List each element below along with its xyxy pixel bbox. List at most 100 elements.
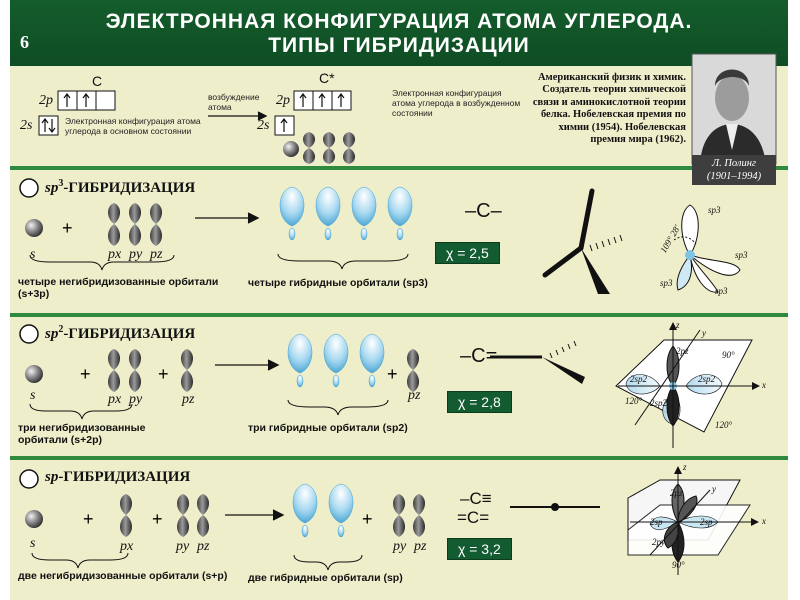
excited-2s-label: 2s	[257, 118, 270, 133]
section3-graphics: + + +	[19, 466, 759, 575]
section2-title-sp: sp	[45, 326, 59, 342]
s3-label-s: s	[30, 536, 36, 551]
svg-text:+: +	[83, 509, 94, 529]
s2-axis-z: z	[676, 320, 680, 330]
section1-title-sp: sp	[45, 180, 59, 196]
s2-2pz-label: 2pz	[676, 346, 689, 356]
pauling-years: (1901–1994)	[706, 171, 762, 182]
section1-graphics: +	[19, 178, 741, 294]
s3-axis-x: x	[762, 516, 766, 526]
s1-sp3-label-4: sp3	[715, 286, 728, 296]
s2-angle-120-left: 120°	[625, 396, 643, 406]
section1-title: sp3-ГИБРИДИЗАЦИЯ	[45, 178, 195, 197]
section3-left-caption: две негибридизованные орбитали (s+p)	[18, 570, 228, 582]
ground-state-boxes	[38, 90, 116, 136]
s1-sp3-label-3: sp3	[660, 278, 673, 288]
section3-title-sp: sp	[45, 469, 59, 485]
section1-left-caption: четыре негибридизованные орбитали (s+3p)	[18, 276, 219, 300]
s3-2py-label: 2py	[652, 537, 665, 547]
svg-text:+: +	[387, 364, 398, 384]
section3-bond-formula-1: –C≡	[460, 489, 492, 508]
page-title-line1: ЭЛЕКТРОННАЯ КОНФИГУРАЦИЯ АТОМА УГЛЕРОДА.	[105, 10, 693, 33]
s2-sp2-label-1: 2sp2	[630, 374, 648, 384]
s2-axis-x: x	[762, 380, 766, 390]
section1-right-caption: четыре гибридные орбитали (sp3)	[248, 277, 428, 289]
s3-label-pz: pz	[197, 539, 210, 554]
sp-linear-shape	[510, 503, 600, 511]
s3-sp-label-1: 2sp	[650, 517, 663, 527]
excited-caption: Электронная конфигурация атома углерода …	[392, 88, 521, 118]
excitation-label: возбуждение атома	[208, 92, 260, 112]
s3-label-px: px	[120, 539, 134, 554]
s3-axis-y: y	[712, 484, 716, 494]
s2-axis-y: y	[702, 328, 706, 338]
s2-label-py: py	[129, 392, 143, 407]
s1-label-py: py	[129, 247, 143, 262]
s1-label-s: s	[30, 247, 36, 262]
section3-number: 3	[25, 471, 32, 486]
s3-label-extra-py: py	[393, 539, 407, 554]
section3-title: sp-ГИБРИДИЗАЦИЯ	[45, 469, 190, 486]
section2-title-rest: -ГИБРИДИЗАЦИЯ	[63, 326, 196, 342]
section3-right-caption: две гибридные орбитали (sp)	[248, 572, 403, 584]
ground-atom-label: C	[92, 73, 103, 89]
excited-2p-label: 2p	[276, 93, 290, 108]
sp-3d-diagram	[627, 466, 759, 575]
s2-label-extra-pz: pz	[408, 388, 421, 403]
s2-label-s: s	[30, 388, 36, 403]
s3-axis-z: z	[683, 462, 687, 472]
section1-chi: χ = 2,5	[435, 242, 500, 264]
section3-title-rest: -ГИБРИДИЗАЦИЯ	[58, 469, 191, 485]
section2-chi: χ = 2,8	[447, 391, 512, 413]
sp2-planar-shape	[490, 340, 585, 384]
section2-number: 2	[25, 326, 32, 341]
s3-label-extra-pz: pz	[414, 539, 427, 554]
s1-label-pz: pz	[150, 247, 163, 262]
s3-sp-label-2: 2sp	[700, 517, 713, 527]
svg-text:+: +	[158, 364, 169, 384]
section1-title-sup: 3	[58, 178, 64, 189]
sp3-tetrahedral-diagram	[673, 204, 741, 293]
page-number: 6	[20, 32, 29, 52]
s2-angle-120-right: 120°	[715, 420, 733, 430]
graphics-layer: +	[10, 53, 788, 575]
svg-text:+: +	[62, 218, 73, 238]
ground-2s-label: 2s	[20, 118, 33, 133]
pauling-caption: Л. Полинг (1901–1994)	[692, 155, 776, 185]
s1-sp3-label-1: sp3	[708, 205, 721, 215]
s3-label-py: py	[176, 539, 190, 554]
pauling-portrait	[691, 53, 777, 165]
excited-state-boxes	[274, 90, 355, 164]
section2-title-sup: 2	[58, 324, 64, 335]
svg-text:+: +	[152, 509, 163, 529]
s3-angle-90: 90°	[672, 560, 685, 570]
ground-2p-label: 2p	[39, 93, 53, 108]
s2-label-px: px	[108, 392, 122, 407]
section2-left-caption: три негибридизованные орбитали (s+2p)	[18, 422, 146, 446]
poster: 6 ЭЛЕКТРОННАЯ КОНФИГУРАЦИЯ АТОМА УГЛЕРОД…	[10, 0, 788, 600]
svg-text:+: +	[362, 509, 373, 529]
section3-chi: χ = 3,2	[447, 538, 512, 560]
pauling-name: Л. Полинг	[711, 158, 757, 169]
section2-right-caption: три гибридные орбитали (sp2)	[248, 422, 408, 434]
page-title-line2: ТИПЫ ГИБРИДИЗАЦИИ	[268, 34, 530, 57]
pauling-bio: Американский физик и химик. Создатель те…	[532, 72, 686, 146]
s2-angle-90: 90°	[722, 350, 735, 360]
ground-caption: Электронная конфигурация атома углерода …	[65, 116, 201, 136]
title-band: 6 ЭЛЕКТРОННАЯ КОНФИГУРАЦИЯ АТОМА УГЛЕРОД…	[10, 0, 788, 66]
section1-bond-formula: –C–	[465, 200, 502, 222]
section2-graphics: + + +	[19, 322, 760, 448]
s2-sp2-label-2: 2sp2	[698, 374, 716, 384]
s1-sp3-label-2: sp3	[735, 250, 748, 260]
s1-label-px: px	[108, 247, 122, 262]
s3-2pz-label: 2pz	[670, 488, 683, 498]
section2-bond-formula: –C=	[460, 345, 498, 367]
section1-title-rest: -ГИБРИДИЗАЦИЯ	[63, 180, 196, 196]
section3-bond-formula-2: =C=	[457, 508, 490, 527]
section2-title: sp2-ГИБРИДИЗАЦИЯ	[45, 324, 195, 343]
s2-label-pz: pz	[182, 392, 195, 407]
s2-sp2-label-3: 2sp2	[650, 398, 668, 408]
section1-number: 1	[25, 180, 32, 195]
sp2-3d-diagram	[615, 322, 760, 448]
excited-atom-label: C*	[319, 70, 335, 86]
